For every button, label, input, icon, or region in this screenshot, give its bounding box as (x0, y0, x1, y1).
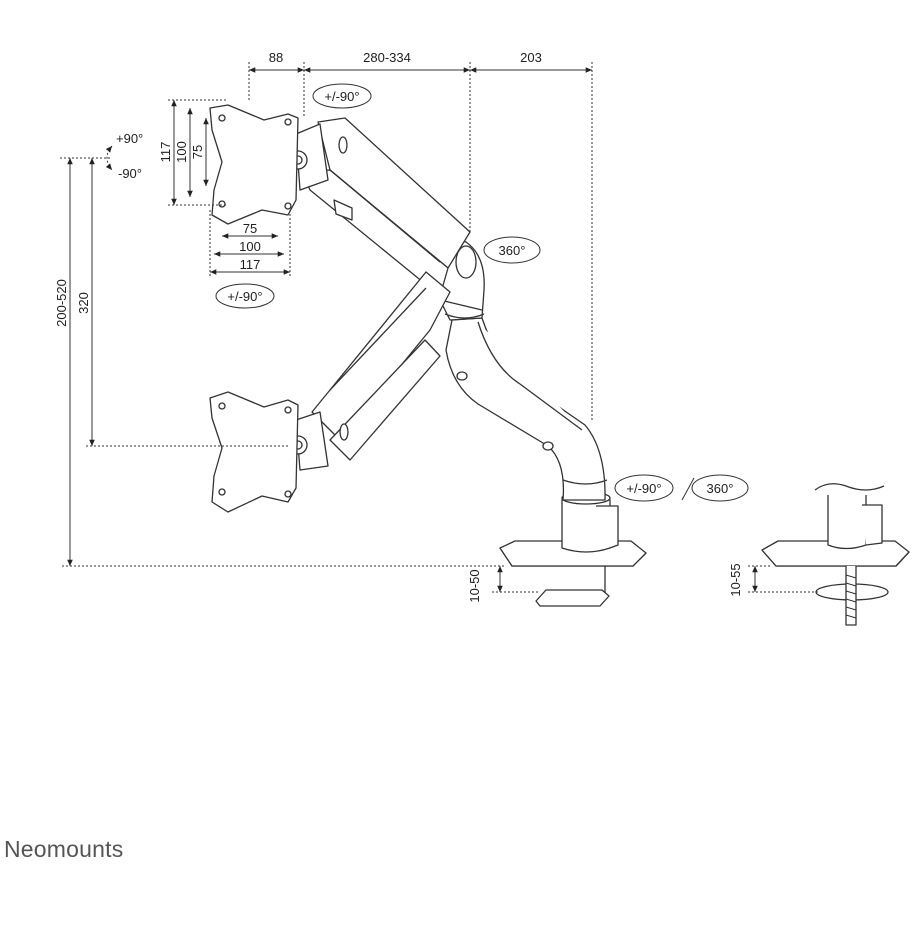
brand-logo: Neomounts (4, 836, 124, 862)
lower-support-arm (445, 317, 608, 501)
dim-vesa-h-100: 100 (239, 239, 261, 254)
label-elbow-swivel: 360° (499, 243, 526, 258)
pole (561, 491, 619, 553)
dim-arm-length: 280-334 (363, 50, 411, 65)
dim-height-range: 200-520 (54, 279, 69, 327)
grommet-base (761, 483, 910, 626)
dim-vesa-v-100: 100 (174, 141, 189, 163)
label-plate-swivel: +/-90° (227, 289, 262, 304)
dim-vesa-h-75: 75 (243, 221, 257, 236)
rotate-arrow-icon (105, 145, 113, 171)
tilt-badge-outline (312, 83, 372, 109)
dim-clamp-thickness: 10-50 (467, 569, 482, 602)
dim-grommet-thickness: 10-55 (728, 563, 743, 596)
dim-pole-offset: 203 (520, 50, 542, 65)
dim-plate-offset: 88 (269, 50, 283, 65)
dim-vesa-v-117: 117 (158, 142, 173, 163)
vesa-plate-top (209, 104, 299, 225)
upper-arm-top (301, 117, 471, 297)
dim-vesa-h-117: 117 (240, 257, 261, 272)
dim-vesa-v-75: 75 (190, 145, 205, 159)
base-swivel-badge-outline (691, 474, 749, 502)
elbow-swivel-badge-outline (483, 236, 541, 264)
upper-arm-bottom (311, 271, 451, 461)
label-rotate-plus: +90° (116, 131, 143, 146)
label-tilt: +/-90° (324, 89, 359, 104)
vesa-plate-bottom (209, 391, 299, 513)
dim-height-lower: 320 (76, 292, 91, 314)
label-rotate-minus: -90° (118, 166, 142, 181)
label-base-swivel: 360° (707, 481, 734, 496)
plate-swivel-badge-outline (215, 283, 275, 309)
base-tilt-badge-outline (614, 474, 674, 502)
label-base-tilt: +/-90° (626, 481, 661, 496)
